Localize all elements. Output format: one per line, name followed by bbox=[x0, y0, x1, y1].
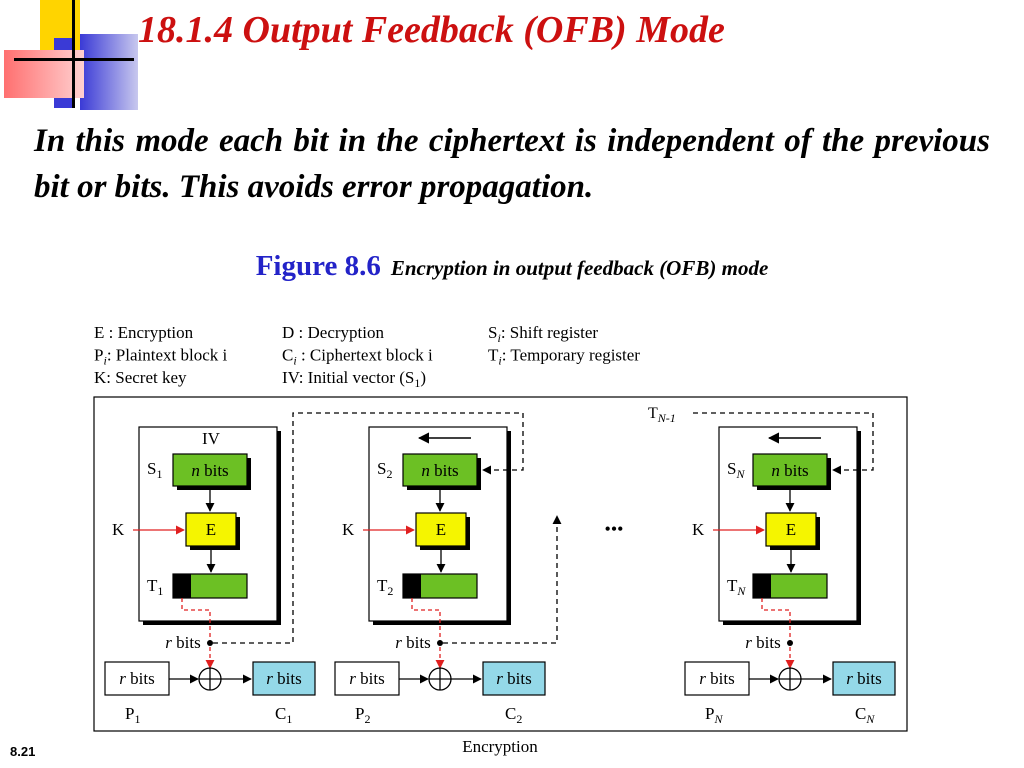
plaintext-label: PN bbox=[705, 704, 723, 726]
temp-register-label: T1 bbox=[147, 576, 163, 598]
legend-item: Si: Shift register bbox=[488, 323, 598, 345]
key-label: K bbox=[112, 520, 125, 539]
slide-title: 18.1.4 Output Feedback (OFB) Mode bbox=[138, 9, 725, 51]
legend-item: D : Decryption bbox=[282, 323, 384, 342]
plaintext-box bbox=[104, 661, 170, 696]
plaintext-label: P2 bbox=[355, 704, 370, 726]
legend-item: Ti: Temporary register bbox=[488, 346, 640, 368]
encrypt-label: E bbox=[786, 520, 796, 539]
intro-text: In this mode each bit in the ciphertext … bbox=[34, 123, 990, 205]
iv-label: IV bbox=[202, 429, 221, 448]
ciphertext-box bbox=[482, 661, 546, 696]
figure-label: Figure 8.6 bbox=[255, 250, 381, 282]
legend-item: Pi: Plaintext block i bbox=[94, 346, 227, 368]
branch-dot bbox=[787, 640, 793, 646]
feedback-into-n bbox=[693, 412, 874, 475]
corner-decoration bbox=[0, 0, 140, 112]
diagram-frame bbox=[93, 396, 908, 732]
n-bits-label: n bits bbox=[421, 461, 458, 480]
figure-description: Encryption in output feedback (OFB) mode bbox=[390, 256, 769, 280]
ciphertext-r-bits: r bits bbox=[846, 669, 881, 688]
temp-register-label: T2 bbox=[377, 576, 393, 598]
r-bits-label: r bits bbox=[395, 633, 430, 652]
feedback-2-to-next bbox=[443, 515, 562, 644]
legend-item: IV: Initial vector (S1) bbox=[282, 368, 426, 390]
branch-dot bbox=[207, 640, 213, 646]
n-bits-label: n bits bbox=[191, 461, 228, 480]
temp-register-r-bits bbox=[173, 574, 191, 598]
feedback-label: TN-1 bbox=[648, 405, 676, 425]
plaintext-r-bits: r bits bbox=[349, 669, 384, 688]
temp-register-r-bits bbox=[753, 574, 771, 598]
encrypt-label: E bbox=[206, 520, 216, 539]
ciphertext-r-bits: r bits bbox=[266, 669, 301, 688]
slide-number: 8.21 bbox=[10, 744, 36, 759]
encrypt-box bbox=[185, 512, 237, 547]
r-bits-label: r bits bbox=[165, 633, 200, 652]
stage-ellipsis: ••• bbox=[605, 519, 624, 539]
plaintext-r-bits: r bits bbox=[119, 669, 154, 688]
diagram-bottom-label: Encryption bbox=[462, 737, 538, 756]
branch-dot bbox=[437, 640, 443, 646]
ciphertext-box bbox=[252, 661, 316, 696]
shift-register-label: S1 bbox=[147, 459, 162, 481]
temp-register-label: TN bbox=[727, 576, 746, 598]
shift-register bbox=[172, 453, 248, 487]
r-bits-label: r bits bbox=[745, 633, 780, 652]
encrypt-box bbox=[415, 512, 467, 547]
plaintext-r-bits: r bits bbox=[699, 669, 734, 688]
feedback-1-to-2 bbox=[213, 412, 524, 644]
encrypt-box bbox=[765, 512, 817, 547]
ciphertext-label: CN bbox=[855, 704, 875, 726]
shift-register-label: SN bbox=[727, 459, 745, 481]
ciphertext-label: C1 bbox=[275, 704, 292, 726]
temp-register-r-bits bbox=[403, 574, 421, 598]
ciphertext-label: C2 bbox=[505, 704, 522, 726]
legend-item: K: Secret key bbox=[94, 368, 187, 387]
n-bits-label: n bits bbox=[771, 461, 808, 480]
figure-caption: Figure 8.6 Encryption in output feedback … bbox=[0, 250, 1024, 283]
legend-item: E : Encryption bbox=[94, 323, 194, 342]
legend-item: Ci : Ciphertext block i bbox=[282, 346, 433, 368]
ciphertext-box bbox=[832, 661, 896, 696]
encrypt-label: E bbox=[436, 520, 446, 539]
ciphertext-r-bits: r bits bbox=[496, 669, 531, 688]
shift-register-label: S2 bbox=[377, 459, 392, 481]
key-label: K bbox=[342, 520, 355, 539]
key-label: K bbox=[692, 520, 705, 539]
plaintext-label: P1 bbox=[125, 704, 140, 726]
shift-register bbox=[402, 453, 478, 487]
